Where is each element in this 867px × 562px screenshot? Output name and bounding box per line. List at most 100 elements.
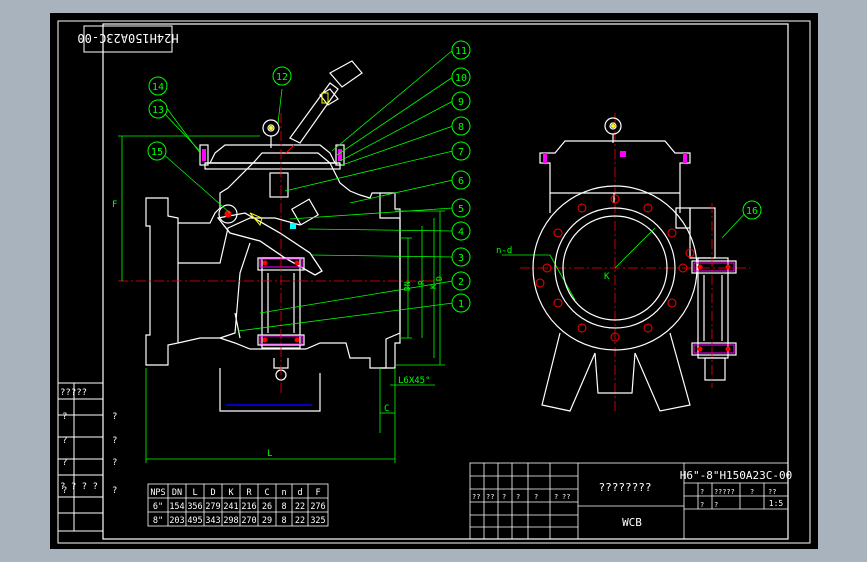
code-mirrored: H24H150A23C-00 [77, 31, 178, 45]
table-header-cell: NPS [150, 488, 165, 498]
table-cell: 22 [295, 502, 305, 512]
callout-7: 7 [458, 147, 464, 158]
left-col-7: ? ? ? ? [60, 482, 98, 492]
table-cell: 279 [205, 502, 220, 512]
outer-border [57, 20, 811, 544]
side-view [532, 117, 737, 412]
table-cell: 29 [262, 516, 272, 526]
tb-b-0: ? [700, 501, 704, 509]
table-cell: 343 [205, 516, 220, 526]
callout-6: 6 [458, 176, 464, 187]
table-cell: 495 [187, 516, 202, 526]
table-cell: 8 [281, 502, 286, 512]
left-col-8: ? [62, 486, 67, 496]
tb-a-2: ? [502, 493, 506, 501]
dim-C: C [384, 404, 389, 414]
dim-chamfer: L6X45° [398, 376, 431, 386]
left-col-0: ????? [60, 388, 87, 398]
front-view [145, 60, 401, 412]
callout-5: 5 [458, 204, 464, 215]
dim-L: L [267, 449, 272, 459]
code-box [83, 25, 173, 53]
left-col-4: ? [112, 436, 117, 446]
title-block-grid [469, 462, 789, 540]
callout-12: 12 [276, 72, 288, 83]
table-header-cell: L [192, 488, 197, 498]
table-header-cell: F [315, 488, 320, 498]
drawing-sheet: H24H150A23C-00 ????? ? ? ? ? ? ? ? ? ? ?… [50, 13, 818, 549]
center-lines [118, 113, 750, 413]
dim-nd: n-d [496, 246, 512, 256]
table-header-cell: n [281, 488, 286, 498]
table-cell: 26 [262, 502, 272, 512]
tb-head-2: ???? [718, 488, 735, 496]
drawing-code: H6"-8"H150A23C-00 [680, 469, 793, 482]
title-scale: 1:5 [769, 499, 784, 508]
left-col-9: ? [112, 486, 117, 496]
dim-R: R [417, 280, 426, 285]
dim-D: D [435, 276, 444, 281]
callout-2: 2 [458, 277, 464, 288]
tb-head-3: ? [750, 488, 754, 496]
callout-1: 1 [458, 299, 464, 310]
callouts [147, 40, 762, 313]
dim-K: K [604, 272, 610, 282]
tb-a-4: ? [534, 493, 538, 501]
callout-8: 8 [458, 122, 464, 133]
table-cell: 325 [310, 516, 325, 526]
left-col-6: ? [112, 458, 117, 468]
callout-16: 16 [746, 206, 758, 217]
table-cell: 270 [241, 516, 256, 526]
tb-head-4: ?? [768, 488, 776, 496]
table-cell: 276 [310, 502, 325, 512]
table-cell: 8 [281, 516, 286, 526]
dimension-lines [118, 49, 748, 463]
tb-b-1: ? [714, 501, 718, 509]
side-view-accents [543, 124, 735, 354]
table-header-cell: C [264, 488, 269, 498]
left-column [57, 382, 104, 532]
left-col-5: ? [62, 458, 67, 468]
left-col-3: ? [62, 436, 67, 446]
table-cell: 356 [187, 502, 202, 512]
dim-radius-line [614, 227, 656, 269]
table-header-cell: R [246, 488, 252, 498]
valve-drawing: H24H150A23C-00 ????? ? ? ? ? ? ? ? ? ? ?… [57, 20, 811, 544]
table-cell: 6" [153, 502, 163, 512]
table-cell: 203 [169, 516, 184, 526]
table-cell: 216 [241, 502, 256, 512]
tb-head-0: ? [700, 488, 704, 496]
dim-K-side: K [429, 284, 438, 289]
table-cell: 22 [295, 516, 305, 526]
callout-4: 4 [458, 227, 464, 238]
side-view-bolts [535, 194, 695, 342]
table-header-cell: K [228, 488, 234, 498]
tb-a-0: ?? [472, 493, 480, 501]
table-cell: 8" [153, 516, 163, 526]
param-table-grid [147, 483, 329, 527]
table-header-cell: D [210, 488, 215, 498]
title-name: ???????? [599, 481, 652, 494]
table-cell: 241 [223, 502, 238, 512]
callout-13: 13 [152, 105, 164, 116]
dim-DN: DN [403, 281, 412, 291]
tb-a-6: ?? [562, 493, 570, 501]
callout-15: 15 [151, 147, 163, 158]
tb-head-1: ? [714, 488, 718, 496]
left-col-1: ? [62, 412, 67, 422]
table-header-cell: d [297, 488, 302, 498]
callout-9: 9 [458, 97, 464, 108]
tb-a-3: ? [516, 493, 520, 501]
callout-11: 11 [455, 46, 467, 57]
tb-a-1: ?? [486, 493, 494, 501]
inner-border [102, 23, 789, 540]
front-view-accents [202, 92, 342, 406]
callout-3: 3 [458, 253, 464, 264]
title-material: WCB [622, 516, 642, 529]
tb-a-5: ? [554, 493, 558, 501]
table-cell: 298 [223, 516, 238, 526]
dim-F: F [112, 200, 117, 210]
callout-14: 14 [152, 82, 164, 93]
left-col-2: ? [112, 412, 117, 422]
